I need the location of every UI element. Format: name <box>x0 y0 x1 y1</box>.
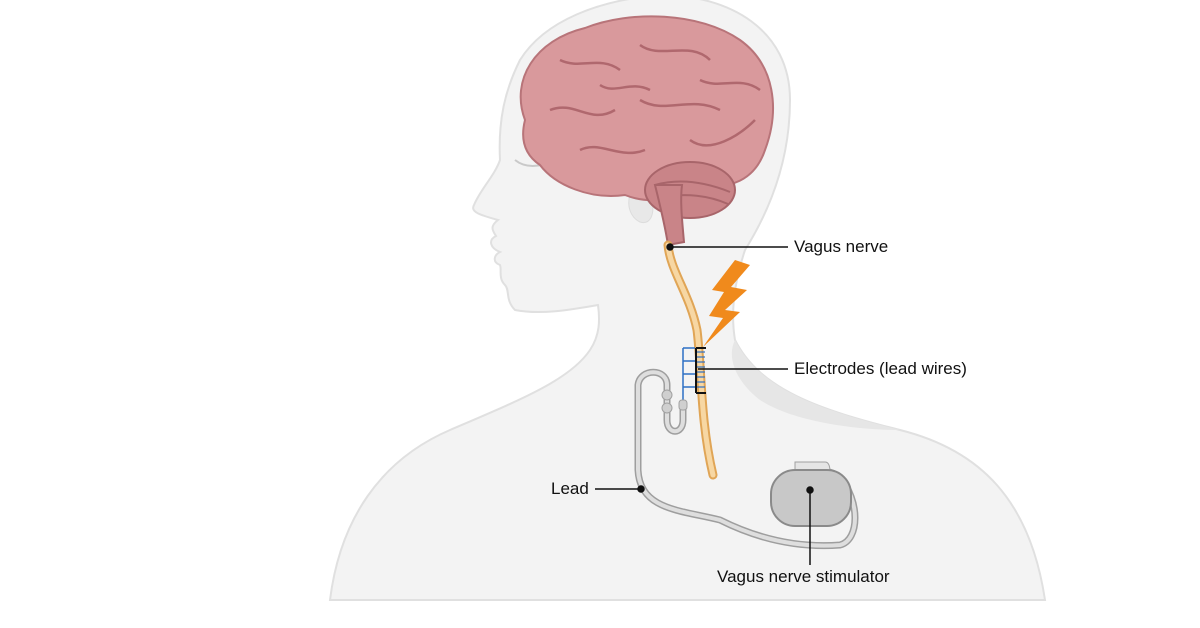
lead-anchors <box>661 389 688 414</box>
label-vagus-nerve: Vagus nerve <box>794 237 889 256</box>
label-lead: Lead <box>551 479 589 498</box>
neck-shading <box>731 340 900 430</box>
vagus-nerve-stimulator-device <box>770 461 852 527</box>
brain <box>519 15 774 247</box>
electrodes <box>682 347 706 400</box>
label-stimulator: Vagus nerve stimulator <box>717 567 890 586</box>
label-electrodes: Electrodes (lead wires) <box>794 359 967 378</box>
brainstem <box>653 184 686 247</box>
lightning-bolt-icon <box>703 260 750 347</box>
leader-lines <box>595 243 814 565</box>
